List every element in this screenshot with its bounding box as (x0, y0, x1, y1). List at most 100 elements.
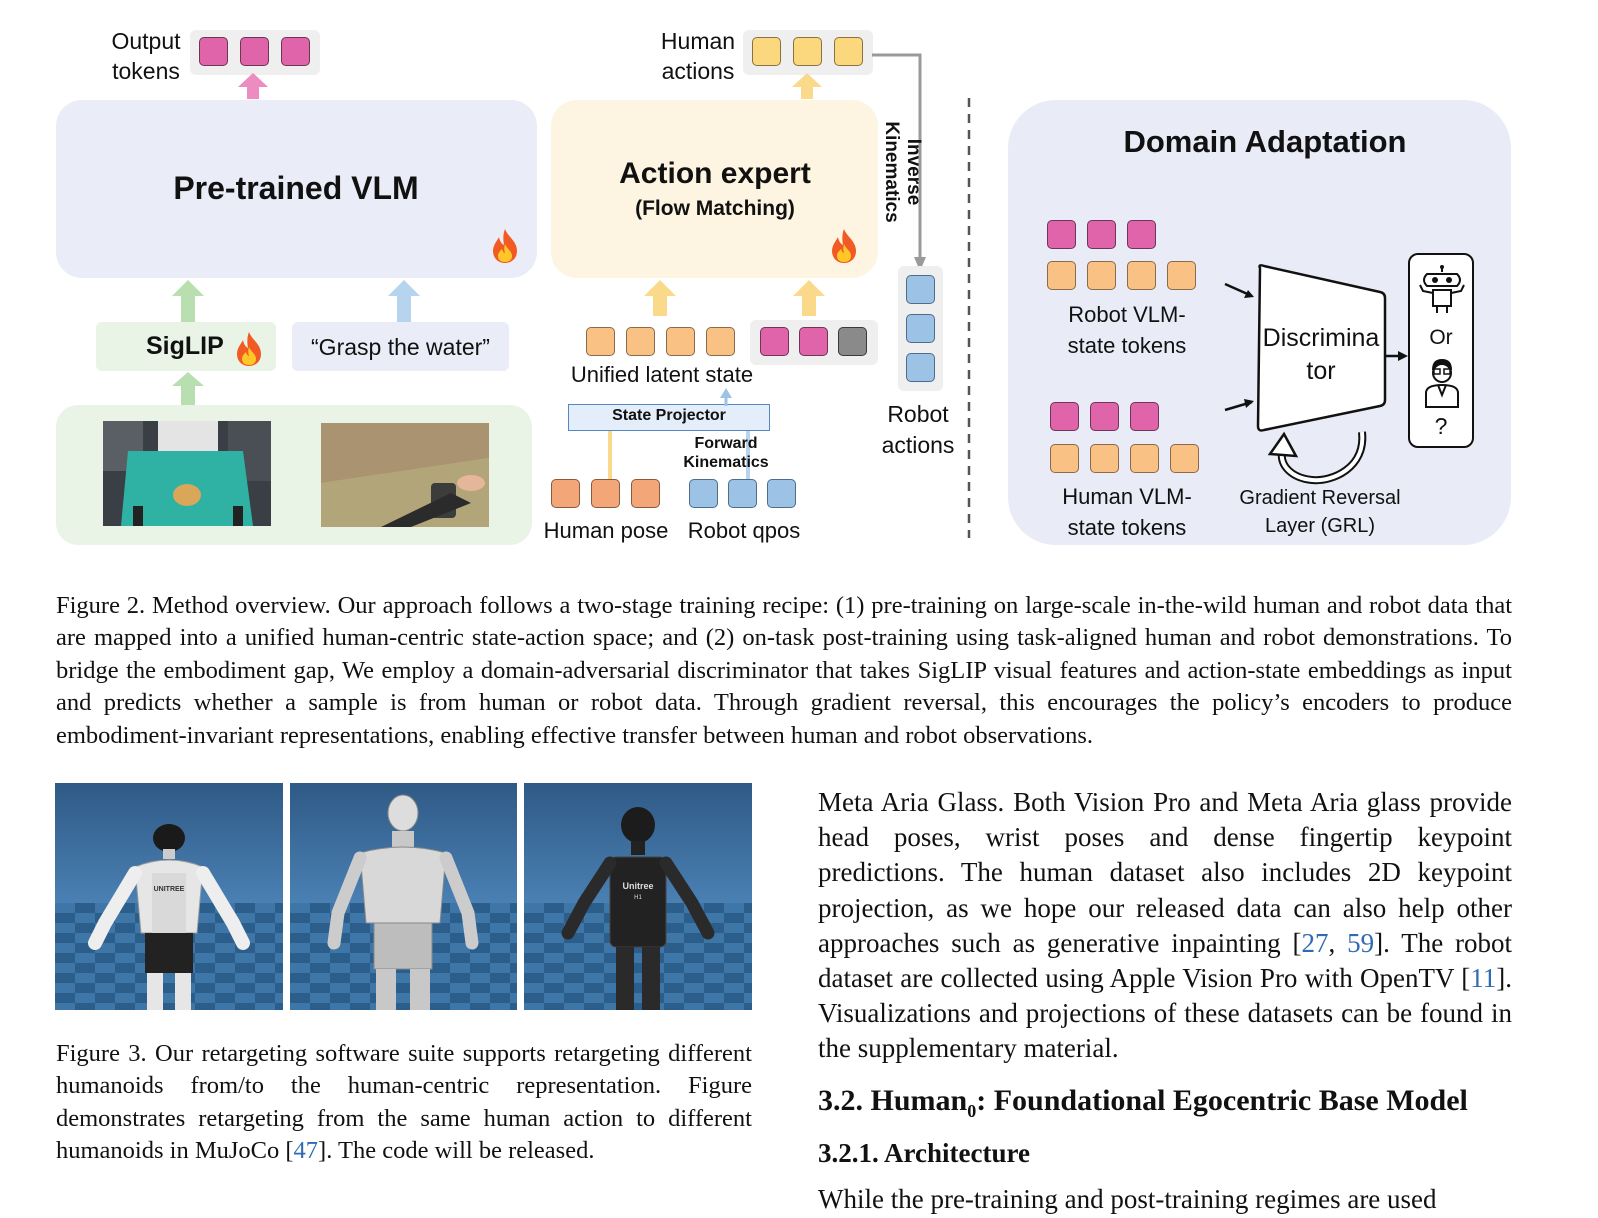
grl-label: Gradient Reversal Layer (GRL) (1225, 484, 1415, 540)
action-expert-title: Action expert (619, 157, 811, 190)
discriminator-line1: Discrimina (1262, 324, 1380, 352)
figure-3-caption-text: Figure 3. Our retargeting software suite… (56, 1040, 752, 1165)
humanoid-render-1: UNITREE (55, 783, 283, 1010)
output-token (281, 37, 310, 66)
siglip-label: SigLIP (146, 332, 224, 360)
grl-line1: Gradient Reversal (1239, 487, 1401, 509)
human-pose-label: Human pose (543, 518, 669, 543)
subsection-heading: 3.2.1. Architecture (818, 1138, 1030, 1168)
robot-actions-label: Robot actions (868, 399, 968, 461)
robot-qpos-arrow (746, 431, 750, 481)
human-actions-line1: Human (660, 28, 736, 54)
citation-link[interactable]: 27 (1301, 927, 1329, 958)
noise-token (799, 327, 828, 356)
ik-line2: Kinematics (881, 121, 902, 223)
human-actions-line2: actions (661, 58, 735, 84)
human-vlm-token (1090, 402, 1119, 431)
human-tokens-label: Human VLM- state tokens (1042, 481, 1212, 543)
discriminator-shape (1224, 264, 1408, 432)
robot-vlm-token (1047, 220, 1076, 249)
body-text-segment: ]. Visualizations and projections of the… (818, 963, 1512, 1064)
humanoid-render-3: Unitree H1 (524, 783, 752, 1010)
latent-state-token (586, 327, 615, 356)
noise-token (838, 327, 867, 356)
robot-actions-line1: Robot (887, 401, 949, 427)
human-egocentric-image (321, 423, 489, 527)
human-action-token (834, 37, 863, 66)
human-tokens-line2: state tokens (1067, 515, 1187, 540)
grl-line2: Layer (GRL) (1264, 515, 1376, 537)
latent-state-token (666, 327, 695, 356)
projector-up-arrow (720, 388, 732, 406)
body-text-segment: Meta Aria Glass. Both Vision Pro and Met… (818, 787, 1512, 958)
citation-link[interactable]: 59 (1347, 927, 1375, 958)
robot-qpos-token (767, 479, 796, 508)
output-label-line2: tokens (112, 58, 180, 84)
robot-actions-line2: actions (881, 432, 955, 458)
figure-3-caption: Figure 3. Our retargeting software suite… (56, 1038, 752, 1168)
robot-qpos-label: Robot qpos (687, 518, 801, 543)
inverse-kinematics-label: Inverse Kinematics (880, 82, 924, 262)
latent-state-token (706, 327, 735, 356)
section-heading-suffix: : Foundational Egocentric Base Model (976, 1084, 1468, 1117)
robot-tokens-line2: state tokens (1067, 333, 1187, 358)
robot-state-token (1127, 261, 1156, 290)
robot-head-icon (1419, 265, 1465, 313)
section-heading-prefix: 3.2. Human (818, 1084, 968, 1117)
gradient-reversal-arrow (1267, 431, 1367, 485)
question-mark: ? (1434, 413, 1448, 439)
vlm-title: Pre-trained VLM (173, 170, 419, 206)
text-to-vlm-arrow (388, 280, 420, 322)
human-tokens-line1: Human VLM- (1062, 484, 1192, 509)
human-state-token (1050, 444, 1079, 473)
robot3-chest-text-line1: Unitree (622, 881, 653, 891)
human-action-token (793, 37, 822, 66)
citation-link[interactable]: 47 (293, 1137, 319, 1165)
human-state-token (1130, 444, 1159, 473)
discriminator-line2: tor (1306, 357, 1336, 385)
citation-link[interactable]: 11 (1470, 963, 1497, 994)
fk-line2: Kinematics (683, 454, 769, 471)
section-heading-subscript: 0 (967, 1101, 977, 1121)
action-output-arrow (792, 73, 822, 99)
action-expert-subtitle: (Flow Matching) (635, 197, 795, 220)
body-text-segment: ]. The robot dataset are collected using… (818, 927, 1513, 994)
inverse-kinematics-connector (872, 53, 926, 271)
robot-action-token (906, 275, 935, 304)
robot-qpos-token (689, 479, 718, 508)
domain-adaptation-title: Domain Adaptation (1123, 124, 1407, 159)
robot-qpos-token (728, 479, 757, 508)
siglip-to-vlm-arrow (172, 280, 204, 322)
human-actions-label: Human actions (648, 26, 748, 86)
body-paragraph: Meta Aria Glass. Both Vision Pro and Met… (818, 785, 1512, 1067)
robot-tokens-label: Robot VLM- state tokens (1042, 299, 1212, 361)
robot1-chest-text: UNITREE (154, 886, 185, 893)
robot-state-token (1087, 261, 1116, 290)
latent-to-action-arrow (644, 280, 676, 316)
section-heading: 3.2. Human0: Foundational Egocentric Bas… (818, 1084, 1518, 1122)
fire-icon (493, 229, 517, 263)
instruction-box (292, 322, 509, 371)
discriminator-label: Discrimina tor (1256, 322, 1386, 388)
robot-tokens-line1: Robot VLM- (1068, 302, 1186, 327)
instruction-text: “Grasp the water” (311, 334, 490, 360)
human-pose-token (631, 479, 660, 508)
fire-icon (237, 332, 261, 366)
humanoid-render-2 (290, 783, 517, 1010)
human-vlm-token (1050, 402, 1079, 431)
output-label-line1: Output (111, 28, 181, 54)
ik-line1: Inverse (903, 138, 924, 206)
fire-icon (832, 229, 856, 263)
human-pose-token (551, 479, 580, 508)
output-tokens-label: Output tokens (96, 26, 196, 86)
robot-camera-image (103, 421, 271, 526)
human-state-token (1170, 444, 1199, 473)
state-projector-label: State Projector (612, 407, 726, 424)
fk-line1: Forward (694, 435, 758, 452)
cutoff-body-line: While the pre-training and post-training… (818, 1184, 1437, 1214)
output-token (240, 37, 269, 66)
state-projector-box (568, 404, 770, 431)
output-token (199, 37, 228, 66)
images-to-siglip-arrow (172, 372, 204, 406)
unified-latent-state-label: Unified latent state (570, 362, 754, 387)
